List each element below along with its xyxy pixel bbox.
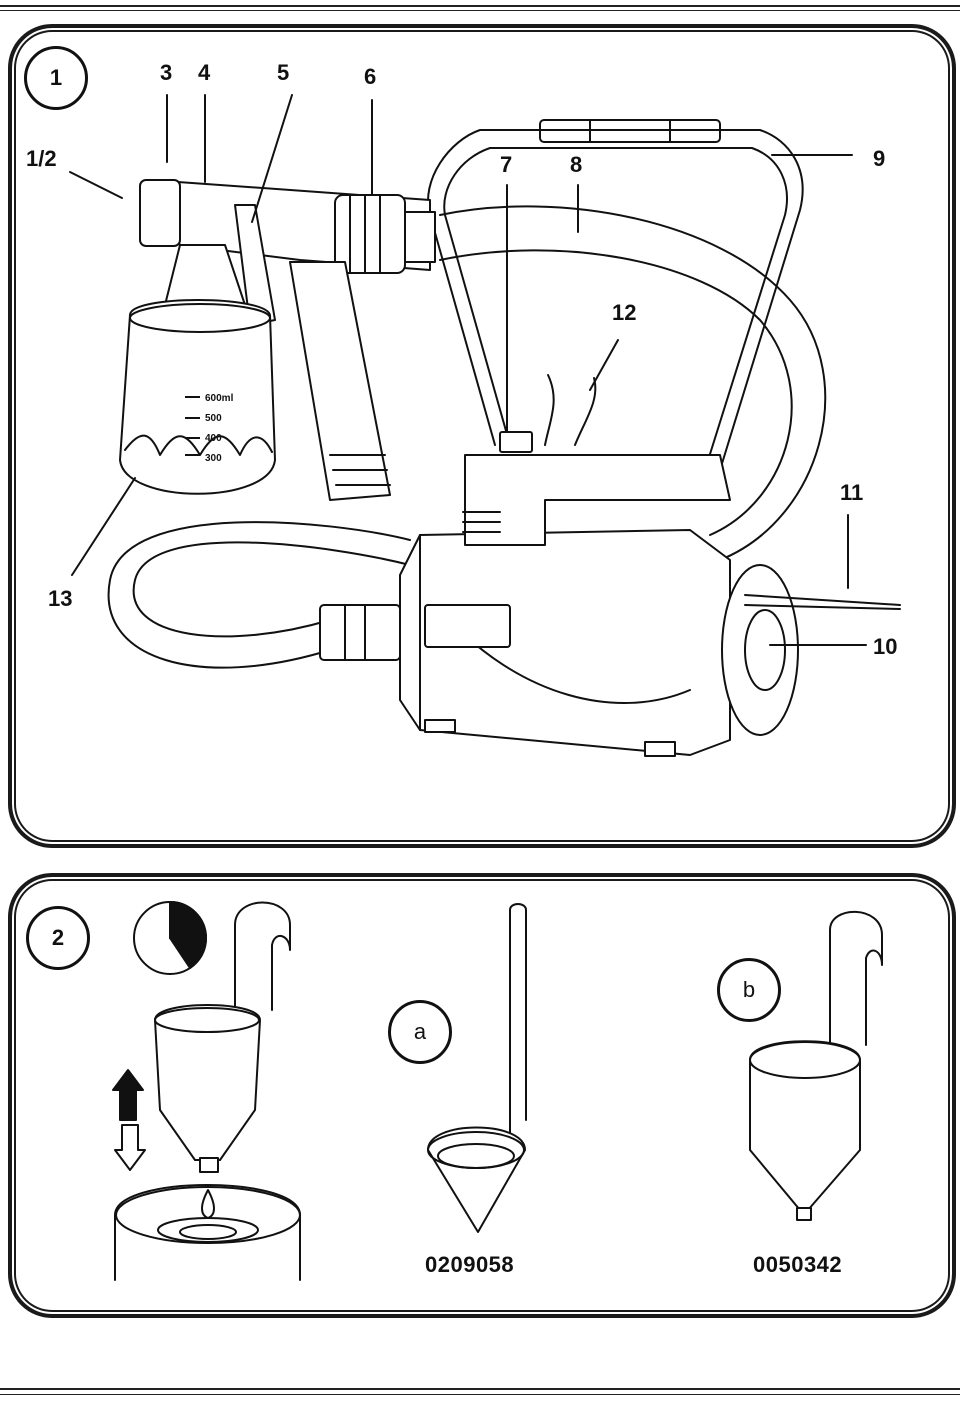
figure-1-panel [8,24,956,848]
callout-6: 6 [364,64,377,89]
callout-10: 10 [873,634,898,659]
bottom-rule-thin [0,1394,960,1395]
figure-2-panel [8,873,956,1318]
callout-12: 12 [612,300,637,325]
callout-9: 9 [873,146,886,171]
cup-scale: 600ml 500 400 300 [205,389,233,469]
clock-icon [133,901,208,975]
cup-scale-600: 600ml [205,393,234,404]
cup-scale-300: 300 [205,453,222,464]
callout-13: 13 [48,586,73,611]
variant-a-code: 0209058 [425,1252,515,1277]
cup-scale-400: 400 [205,433,222,444]
callout-8: 8 [570,152,583,177]
top-rule [0,5,960,7]
cup-scale-500: 500 [205,413,222,424]
hose-upper [439,205,827,561]
leader-5 [251,94,293,223]
cup-b-handle [829,910,883,1046]
callout-7: 7 [500,152,513,177]
leader-12 [589,339,619,391]
callout-4: 4 [198,60,211,85]
variant-a-label: a [388,1000,452,1064]
figure-1-number: 1 [24,46,88,110]
callout-5: 5 [277,60,290,85]
top-rule-thin [0,10,960,11]
variant-b-label: b [717,958,781,1022]
callout-1-2: 1/2 [26,146,57,171]
cup-a-handle [509,903,527,1136]
carry-handle [427,129,804,471]
callout-3: 3 [160,60,173,85]
variant-b-code: 0050342 [753,1252,843,1277]
hose-lower [132,541,411,638]
bottom-rule [0,1388,960,1390]
figure-2-number: 2 [26,906,90,970]
leader-13 [71,477,136,576]
callout-11: 11 [840,480,864,505]
leader-1-2 [69,171,123,199]
